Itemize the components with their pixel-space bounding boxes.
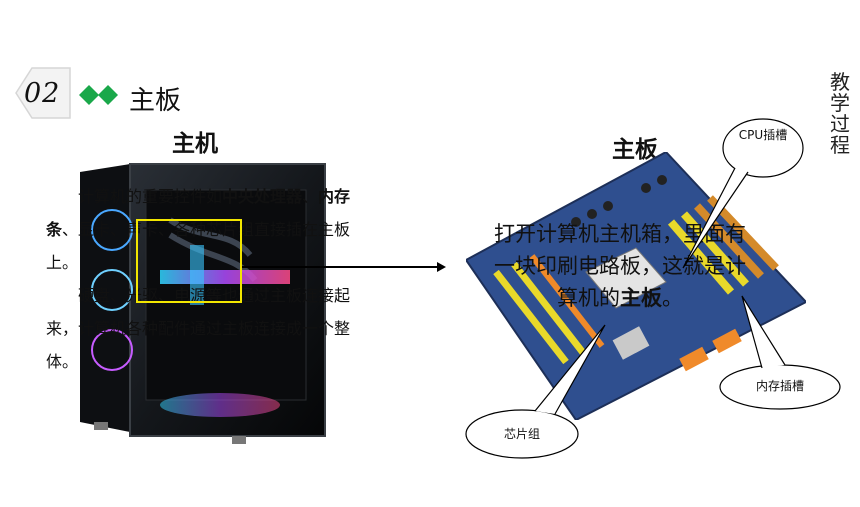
arrow-right-icon <box>242 262 446 272</box>
memory-slot-label: 内存插槽 <box>755 379 804 393</box>
section-title: 主板 <box>129 86 182 116</box>
memory-callout-pointer <box>741 295 786 369</box>
motherboard-highlight-box <box>136 219 242 303</box>
pc-case-image <box>80 163 326 444</box>
cpu-callout-bubble <box>722 118 804 178</box>
diamond-icon <box>79 85 118 105</box>
section-number: 02 <box>24 78 61 109</box>
desc-text: 计算机的重要控件如 <box>78 187 223 206</box>
side-label: 教学过程 <box>830 70 850 157</box>
motherboard-image <box>466 152 806 420</box>
host-title: 主机 <box>172 131 218 157</box>
chipset-callout-bubble <box>465 409 579 459</box>
desc-paragraph-2: 硬盘、光驱、电源等也通过主板连接起来，计算机各种配件通过主板连接成一个整体。 <box>46 286 351 371</box>
mb-desc-text: 。 <box>662 286 683 310</box>
cpu-callout-pointer <box>682 167 749 269</box>
cpu-slot-label: CPU插槽 <box>738 128 788 142</box>
host-description: 计算机的重要控件如中央处理器、内存条、显卡、声卡、各种芯片组直接插在主板上。 硬… <box>46 180 364 378</box>
desc-bold-memory: 内存条 <box>46 187 351 239</box>
chipset-callout-pointer <box>534 324 606 415</box>
desc-text: 、 <box>302 187 319 206</box>
mb-desc-bold: 主板 <box>620 286 662 310</box>
chipset-label: 芯片组 <box>503 427 540 441</box>
desc-bold-cpu: 中央处理器 <box>222 187 303 206</box>
section-badge <box>15 67 71 119</box>
desc-text: 、显卡、声卡、各种芯片组直接插在主板上。 <box>46 220 351 272</box>
desc-paragraph-1: 计算机的重要控件如中央处理器、内存条、显卡、声卡、各种芯片组直接插在主板上。 <box>46 180 364 279</box>
motherboard-title: 主板 <box>612 137 658 163</box>
